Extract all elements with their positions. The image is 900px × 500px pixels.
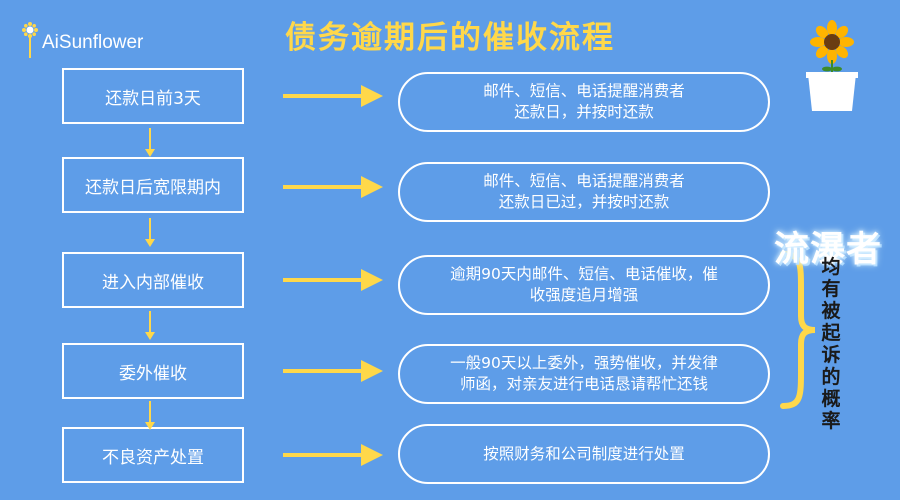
right-arrow-icon bbox=[283, 85, 383, 107]
step-box-3: 进入内部催收 bbox=[62, 252, 244, 308]
right-arrow-icon bbox=[283, 269, 383, 291]
step-description-1: 邮件、短信、电话提醒消费者 还款日，并按时还款 bbox=[398, 72, 770, 132]
step-box-2: 还款日后宽限期内 bbox=[62, 157, 244, 213]
right-arrow-icon bbox=[283, 176, 383, 198]
step-box-1: 还款日前3天 bbox=[62, 68, 244, 124]
down-arrow-icon bbox=[145, 401, 155, 430]
watermark-stamp: 流瀑者 bbox=[774, 230, 883, 270]
step-description-3: 逾期90天内邮件、短信、电话催收，催 收强度追月增强 bbox=[398, 255, 770, 315]
down-arrow-icon bbox=[145, 311, 155, 340]
right-arrow-icon bbox=[283, 360, 383, 382]
curly-brace-icon bbox=[780, 251, 816, 409]
brand-name: AiSunflower bbox=[42, 32, 144, 53]
step-box-5: 不良资产处置 bbox=[62, 427, 244, 483]
down-arrow-icon bbox=[145, 128, 155, 157]
down-arrow-icon bbox=[145, 218, 155, 247]
right-arrow-icon bbox=[283, 444, 383, 466]
sunflower-pot-icon bbox=[806, 20, 858, 112]
step-description-2: 邮件、短信、电话提醒消费者 还款日已过，并按时还款 bbox=[398, 162, 770, 222]
sunflower-logo-icon bbox=[20, 20, 40, 60]
page-title: 债务逾期后的催收流程 bbox=[285, 20, 615, 56]
side-note-vertical: 均有被起诉的概率 bbox=[821, 256, 841, 432]
step-description-4: 一般90天以上委外，强势催收，并发律 师函，对亲友进行电话恳请帮忙还钱 bbox=[398, 344, 770, 404]
brand-logo: AiSunflower bbox=[20, 20, 143, 60]
step-box-4: 委外催收 bbox=[62, 343, 244, 399]
step-description-5: 按照财务和公司制度进行处置 bbox=[398, 424, 770, 484]
